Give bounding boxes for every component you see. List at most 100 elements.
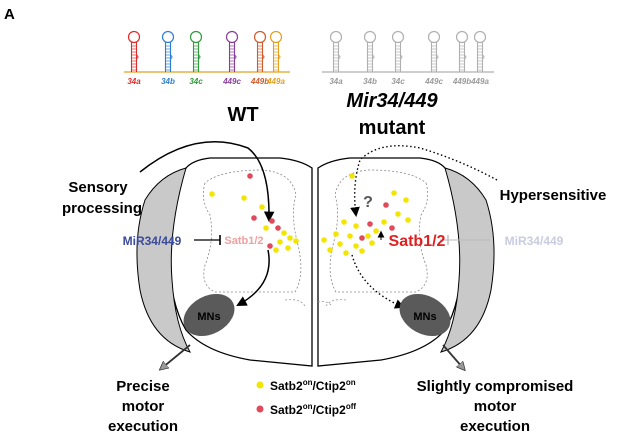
legend-dot-red: [256, 405, 264, 413]
wt-hairpin-449b: [253, 30, 267, 72]
mutant-satb-label: Satb1/2: [389, 233, 446, 250]
mutant-spinal-cord-half: [315, 157, 495, 367]
wt-hairpin-34b: [161, 30, 175, 72]
legend-entry-red: Satb2on/Ctip2off: [270, 402, 356, 417]
wt-motor-neuron-pool: [183, 293, 235, 337]
mutant-dot: [389, 225, 395, 231]
wt-dot: [293, 238, 299, 244]
wt-dot: [285, 245, 291, 251]
mutant-dot: [349, 173, 355, 179]
mutant-dot: [383, 202, 389, 208]
mutant-hairpin-34c: [391, 30, 405, 72]
mutant-output-arrow: [442, 344, 463, 368]
legend: Satb2on/Ctip2on Satb2on/Ctip2off: [256, 378, 356, 417]
wt-satb-to-mn-arrow: [236, 249, 270, 306]
mutant-dot: [381, 219, 387, 225]
mutant-dot: [341, 219, 347, 225]
wt-mir-label: MiR34/449: [123, 234, 182, 248]
wt-outcome-line1: Precise: [116, 378, 169, 395]
wt-hairpin-label: 34b: [161, 77, 175, 86]
mutant-hairpin-34b: [363, 30, 377, 72]
wt-dot: [277, 239, 283, 245]
wt-dot: [251, 215, 257, 221]
wt-dot: [287, 235, 293, 241]
mutant-dot: [321, 237, 327, 243]
wt-dot: [275, 225, 281, 231]
wt-outcome-line2: motor: [122, 398, 165, 415]
mutant-dot: [395, 211, 401, 217]
mutant-dot: [353, 223, 359, 229]
wt-mn-label: MNs: [197, 311, 220, 323]
mutant-outcome-line1: Slightly compromised: [417, 378, 574, 395]
mutant-mn-label: MNs: [413, 311, 436, 323]
mutant-dot: [391, 190, 397, 196]
mutant-interneuron-dots: [321, 173, 411, 256]
mutant-dot: [359, 235, 365, 241]
mutant-hairpin-34a: [329, 30, 343, 72]
question-mark: ?: [363, 194, 373, 211]
wt-dot: [267, 243, 273, 249]
wt-hairpin-label: 449b: [250, 77, 269, 86]
mutant-dot: [343, 250, 349, 256]
mutant-motor-neuron-pool: [399, 293, 451, 337]
wt-dot: [209, 191, 215, 197]
mutant-dot: [347, 233, 353, 239]
mutant-hairpin-label: 449c: [424, 77, 443, 86]
sensory-label-line1: Sensory: [68, 179, 128, 196]
mutant-hairpin-449a: [473, 30, 487, 72]
wt-hairpin-label: 449a: [266, 77, 285, 86]
wt-hairpin-34a: [127, 30, 141, 72]
panel-label: A: [4, 6, 15, 23]
wt-output-arrow: [162, 344, 191, 368]
wt-dot: [273, 247, 279, 253]
mutant-hairpin-label: 34a: [329, 77, 343, 86]
mutant-outcome-line2: motor: [474, 398, 517, 415]
mutant-dot: [327, 247, 333, 253]
mutant-dot: [369, 240, 375, 246]
mutant-title-gene: Mir34/449: [346, 90, 438, 112]
mutant-hairpin-label: 449a: [470, 77, 489, 86]
wt-spinal-cord-half: [136, 157, 313, 367]
mutant-hairpin-label: 34c: [391, 77, 405, 86]
mutant-hairpin-449c: [427, 30, 441, 72]
mutant-dot: [373, 228, 379, 234]
wt-hairpin-449c: [225, 30, 239, 72]
mutant-dot: [403, 197, 409, 203]
mutant-dot: [365, 233, 371, 239]
mutant-dot: [353, 243, 359, 249]
mutant-dot: [359, 248, 365, 254]
wt-sensory-arrow: [139, 141, 275, 223]
wt-dot: [263, 225, 269, 231]
wt-dot: [269, 218, 275, 224]
wt-interneuron-dots: [209, 173, 299, 253]
mutant-title-label: mutant: [359, 117, 426, 139]
wt-hairpin-label: 34c: [189, 77, 203, 86]
mutant-dot: [337, 241, 343, 247]
wt-hairpin-label: 34a: [127, 77, 141, 86]
wt-hairpin-449a: [269, 30, 283, 72]
wt-hairpin-label: 449c: [222, 77, 241, 86]
wt-title: WT: [227, 104, 258, 126]
mutant-outcome-line3: execution: [460, 418, 530, 435]
wt-hairpin-34c: [189, 30, 203, 72]
wt-dot: [259, 204, 265, 210]
mutant-hairpin-449b: [455, 30, 469, 72]
wt-outcome-line3: execution: [108, 418, 178, 435]
wt-dot: [241, 195, 247, 201]
mutant-hairpin-label: 449b: [452, 77, 471, 86]
wt-satb-label: Satb1/2: [224, 235, 263, 247]
sensory-label-line2: processing: [62, 200, 142, 217]
wt-dot: [247, 173, 253, 179]
mutant-hairpin-label: 34b: [363, 77, 377, 86]
wt-dot: [281, 230, 287, 236]
hypersensitive-label: Hypersensitive: [500, 187, 607, 204]
mutant-dot: [333, 231, 339, 237]
legend-entry-yellow: Satb2on/Ctip2on: [270, 378, 356, 393]
legend-dot-yellow: [256, 381, 264, 389]
mutant-mir-label: MiR34/449: [505, 234, 564, 248]
mutant-dot: [367, 221, 373, 227]
mutant-dot: [405, 217, 411, 223]
